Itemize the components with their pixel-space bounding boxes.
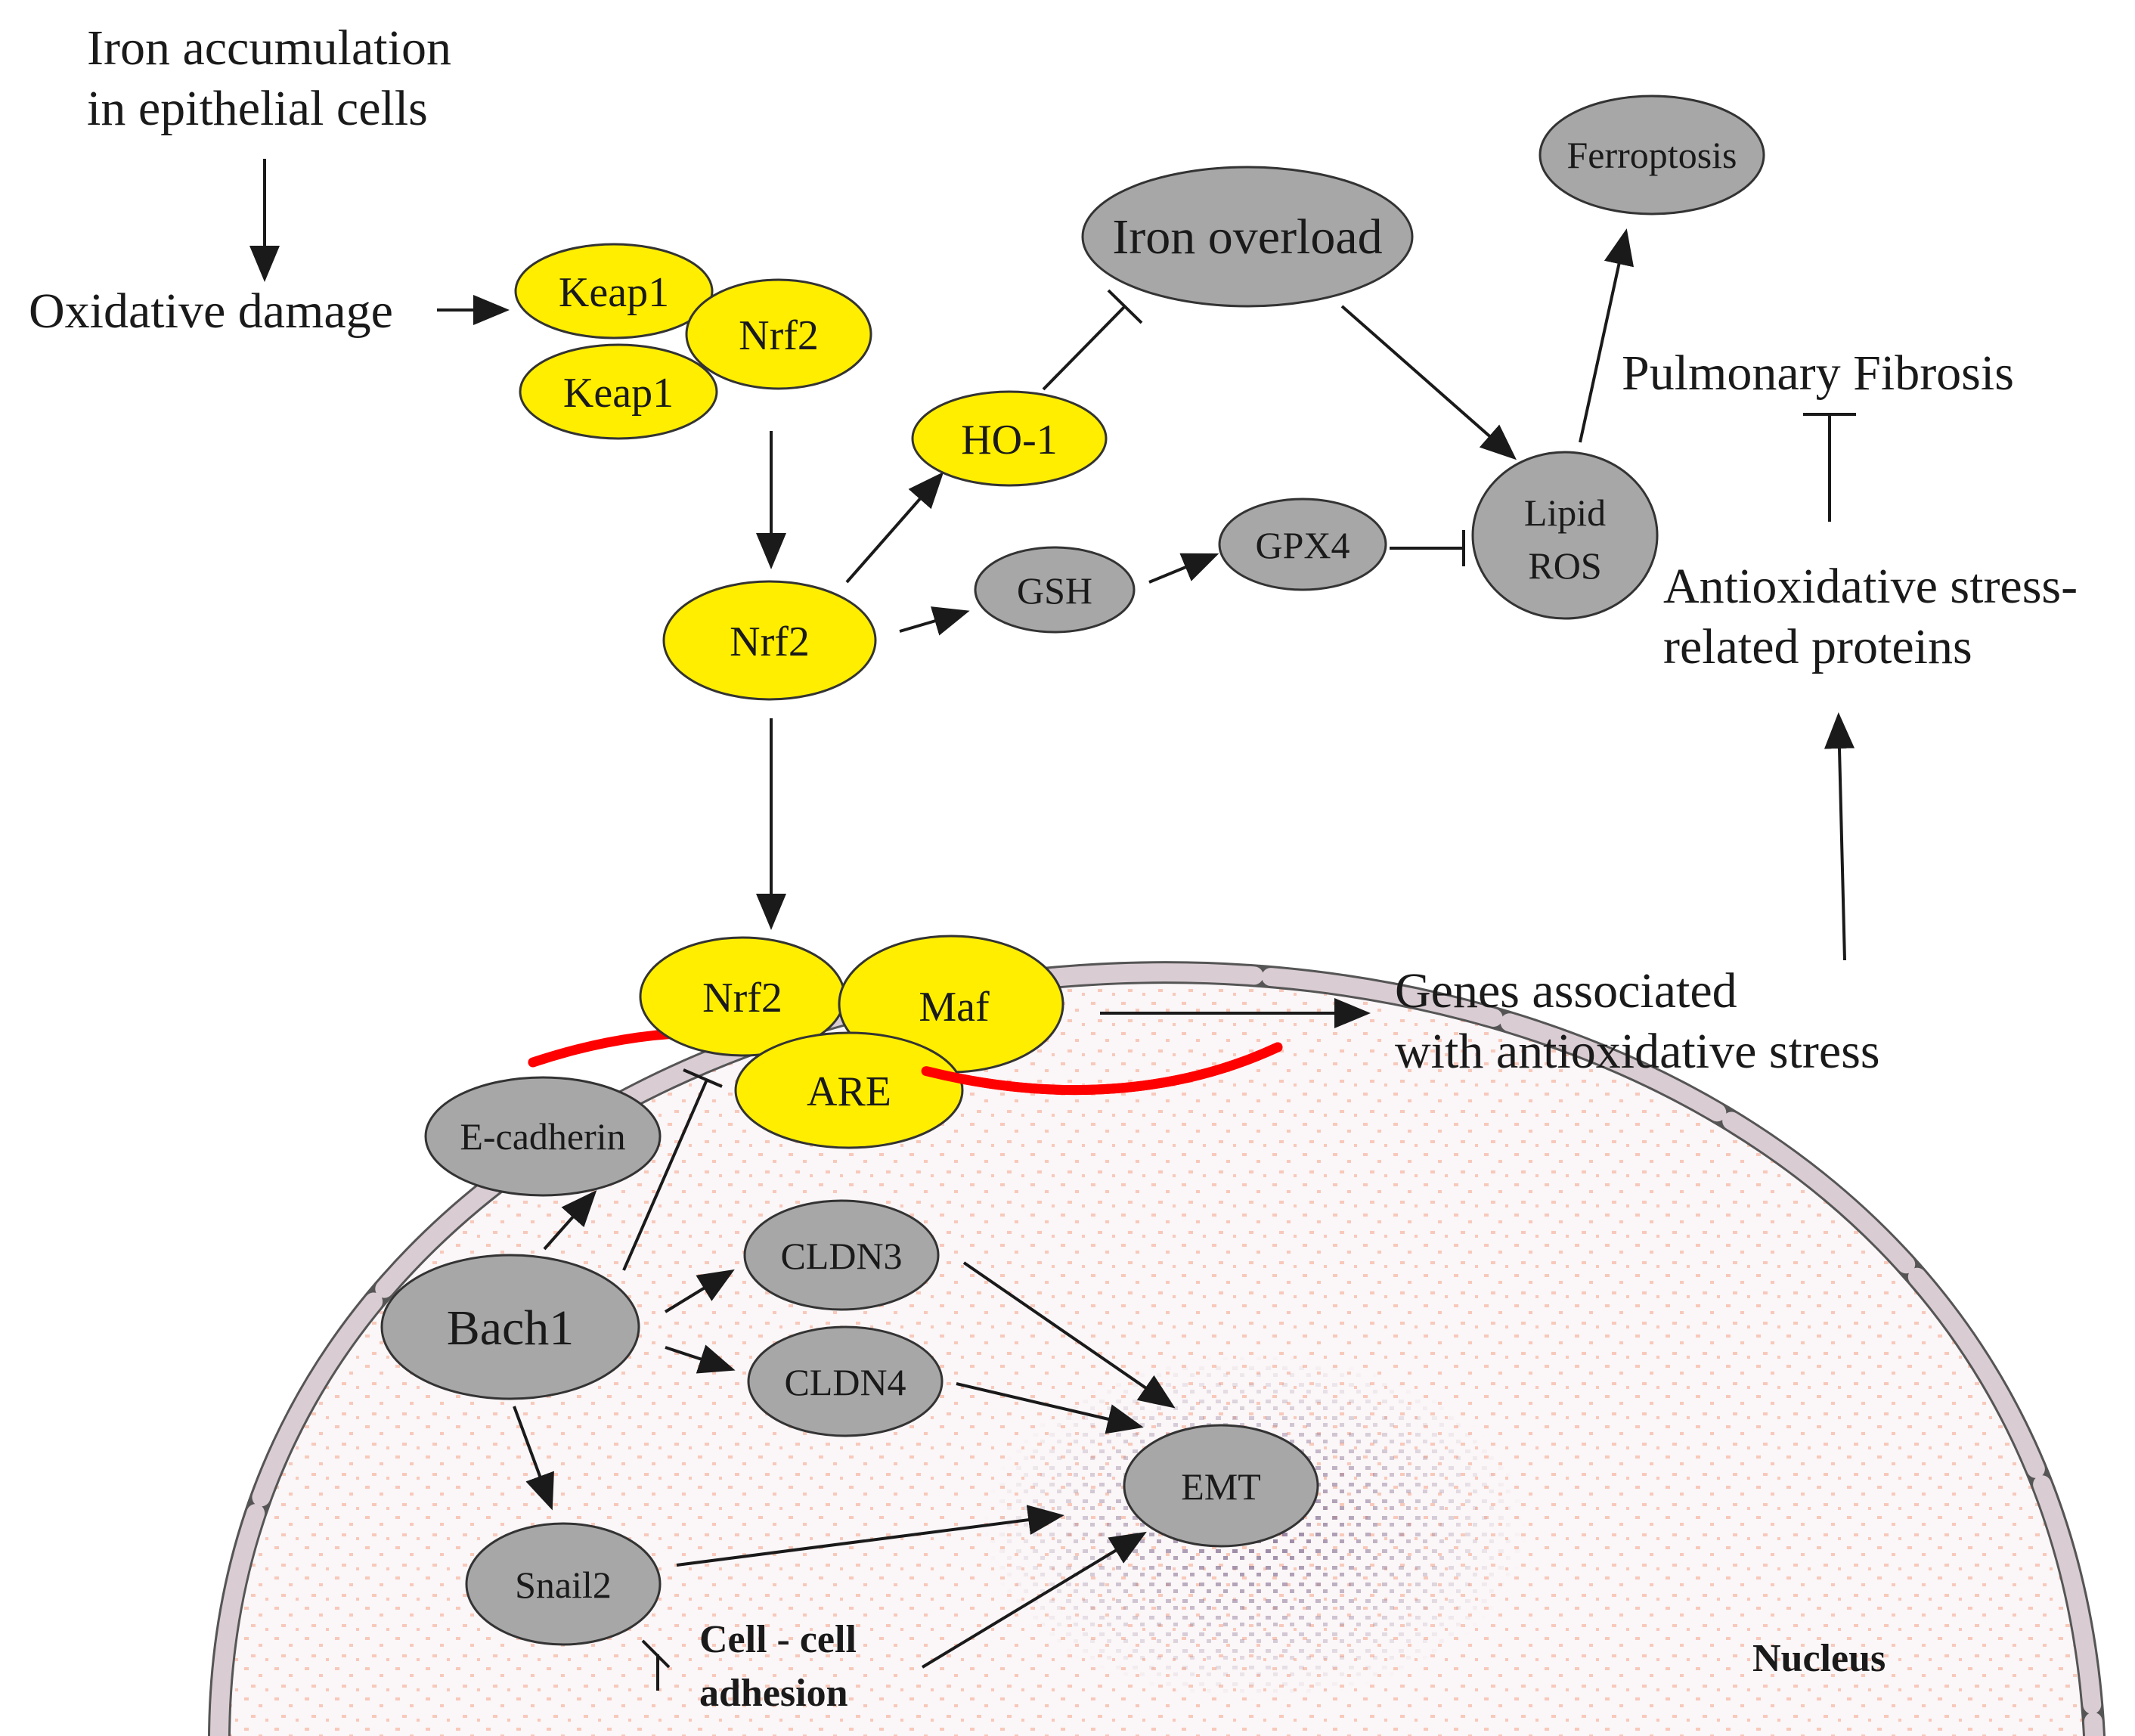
keap1-nrf2-complex: Keap1 Nrf2 Keap1: [514, 243, 872, 440]
label-cell-adhesion-line2: adhesion: [699, 1672, 848, 1715]
node-e-cadherin: [424, 1076, 662, 1197]
node-keap1-top: [514, 243, 714, 339]
label-snail2: Snail2: [515, 1564, 612, 1606]
label-gpx4: GPX4: [1255, 524, 1349, 566]
label-bach1: Bach1: [447, 1300, 575, 1356]
label-cell-adhesion-line1: Cell - cell: [699, 1618, 857, 1661]
label-lipid-ros-line1: Lipid: [1524, 491, 1606, 534]
nrf2-maf-are-complex: Nrf2 Maf ARE: [528, 935, 1283, 1149]
node-are: [734, 1031, 964, 1149]
node-snail2: [465, 1522, 662, 1646]
label-iron-accumulation-line1: Iron accumulation: [87, 20, 451, 76]
inhibit-bar-ho1: [1107, 289, 1143, 324]
node-cldn4: [747, 1325, 944, 1437]
node-emt: [1123, 1424, 1319, 1548]
label-nrf2-nuclear: Nrf2: [702, 975, 782, 1021]
label-genes-line1: Genes associated: [1395, 963, 1737, 1018]
edge-bach1-to-cldn3: [664, 1269, 735, 1313]
nuclear-membrane: [208, 961, 2106, 1736]
node-gpx4: [1218, 498, 1387, 591]
edge-bach1-inhibits-are: [622, 1079, 708, 1271]
label-iron-accumulation-line2: in epithelial cells: [87, 81, 428, 136]
dna-strand-overlay: [528, 1028, 1283, 1096]
label-lipid-ros-line2: ROS: [1528, 544, 1601, 587]
node-ferroptosis: [1539, 95, 1765, 215]
label-e-cadherin: E-cadherin: [460, 1115, 625, 1158]
node-bach1: [380, 1254, 640, 1400]
label-nrf2-free: Nrf2: [730, 618, 810, 665]
inhibit-bar-bach1: [683, 1068, 723, 1088]
edge-nrf2-to-ho1: [845, 471, 944, 584]
label-antioxidative-line1: Antioxidative stress-: [1663, 559, 2078, 614]
node-lipid-ros: [1471, 451, 1659, 620]
label-cldn3: CLDN3: [780, 1235, 902, 1277]
node-iron-overload: [1081, 166, 1414, 308]
edge-snail2-to-emt: [676, 1505, 1064, 1567]
edge-adhesion-to-emt: [921, 1531, 1147, 1669]
label-cldn4: CLDN4: [784, 1361, 906, 1403]
edge-cldn4-to-emt: [956, 1382, 1144, 1434]
node-keap1-bottom: [519, 343, 718, 440]
label-nucleus: Nucleus: [1752, 1637, 1886, 1680]
edge-iron-to-lipid: [1340, 305, 1517, 460]
label-gsh: GSH: [1017, 569, 1092, 612]
label-ferroptosis: Ferroptosis: [1567, 134, 1737, 176]
label-are: ARE: [807, 1068, 891, 1115]
edge-gsh-to-gpx4: [1148, 553, 1219, 584]
label-iron-overload: Iron overload: [1112, 209, 1382, 265]
pathway-edges: [249, 159, 1856, 1691]
label-oxidative-damage: Oxidative damage: [29, 284, 393, 339]
label-genes-line2: with antioxidative stress: [1395, 1024, 1880, 1079]
label-keap1-bottom: Keap1: [563, 370, 674, 417]
edge-cldn3-to-emt: [962, 1261, 1176, 1409]
node-ho1: [911, 390, 1108, 487]
node-nrf2-free: [662, 580, 877, 701]
node-gsh: [974, 546, 1136, 634]
edge-bach1-to-cldn4: [665, 1344, 736, 1374]
label-emt: EMT: [1181, 1465, 1261, 1508]
label-antioxidative-line2: related proteins: [1663, 619, 1972, 674]
edge-nrf2-to-gsh: [899, 606, 970, 636]
edge-genes-to-proteins: [1824, 712, 1855, 961]
nucleus-region: [219, 972, 2094, 1736]
label-nrf2-complex: Nrf2: [739, 312, 819, 359]
edge-bach1-to-ecadherin: [543, 1190, 597, 1251]
edge-ho1-inhibits-iron: [1042, 305, 1126, 391]
label-pulmonary-fibrosis: Pulmonary Fibrosis: [1622, 346, 2014, 401]
label-ho1: HO-1: [961, 417, 1058, 463]
label-maf: Maf: [919, 984, 990, 1031]
node-nrf2-complex: [685, 278, 872, 390]
edge-lipid-to-ferroptosis: [1579, 228, 1635, 443]
edge-snail2-inhibits-adhesion: [641, 1639, 671, 1669]
label-keap1-top: Keap1: [559, 269, 669, 316]
edge-bach1-to-snail2: [513, 1406, 554, 1511]
node-cldn3: [743, 1199, 940, 1311]
